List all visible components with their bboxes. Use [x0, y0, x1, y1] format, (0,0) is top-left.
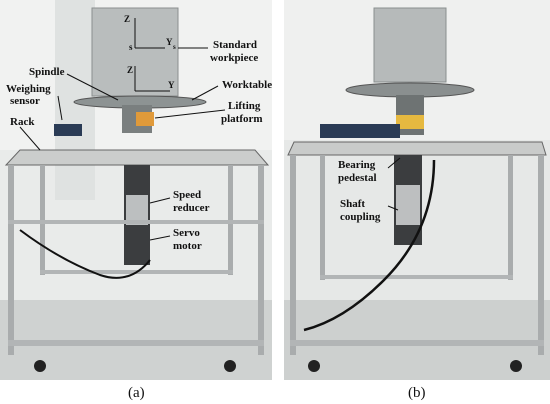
label-bearing-pedestal-line2: pedestal: [338, 172, 377, 184]
axis-s-subscript: s: [173, 43, 176, 51]
photo-panel-b: [284, 0, 550, 380]
label-bearing-pedestal-line1: Bearing: [338, 159, 376, 171]
label-spindle: Spindle: [29, 66, 65, 78]
caption-panel-a: (a): [128, 385, 145, 401]
axis-y-lower: Y: [168, 80, 175, 90]
label-speed-reducer-line1: Speed: [173, 189, 202, 201]
axis-s-upper: s: [129, 42, 133, 52]
axis-y-upper: Y: [166, 37, 173, 47]
label-servo-motor-line1: Servo: [173, 227, 200, 239]
label-lifting-platform-line2: platform: [221, 113, 263, 125]
label-standard-workpiece-line1: Standard: [213, 39, 258, 51]
label-worktable: Worktable: [222, 79, 273, 91]
label-speed-reducer-line2: reducer: [173, 202, 210, 214]
label-lifting-platform-line1: Lifting: [228, 100, 261, 112]
label-shaft-coupling-line1: Shaft: [340, 198, 366, 210]
label-servo-motor-line2: motor: [173, 240, 202, 252]
label-shaft-coupling-line2: coupling: [340, 211, 381, 223]
caption-panel-b: (b): [408, 385, 426, 401]
axis-z-upper: Z: [124, 14, 131, 24]
photo-panel-a: [0, 0, 272, 380]
label-rack: Rack: [10, 116, 35, 128]
test-rig-photo-b: [284, 0, 550, 380]
label-standard-workpiece-line2: workpiece: [210, 52, 259, 64]
axis-z-lower: Z: [127, 65, 134, 75]
test-rig-photo-a: [0, 0, 272, 380]
label-weighing-sensor-line1: Weighing: [6, 83, 51, 95]
label-weighing-sensor-line2: sensor: [10, 95, 40, 107]
